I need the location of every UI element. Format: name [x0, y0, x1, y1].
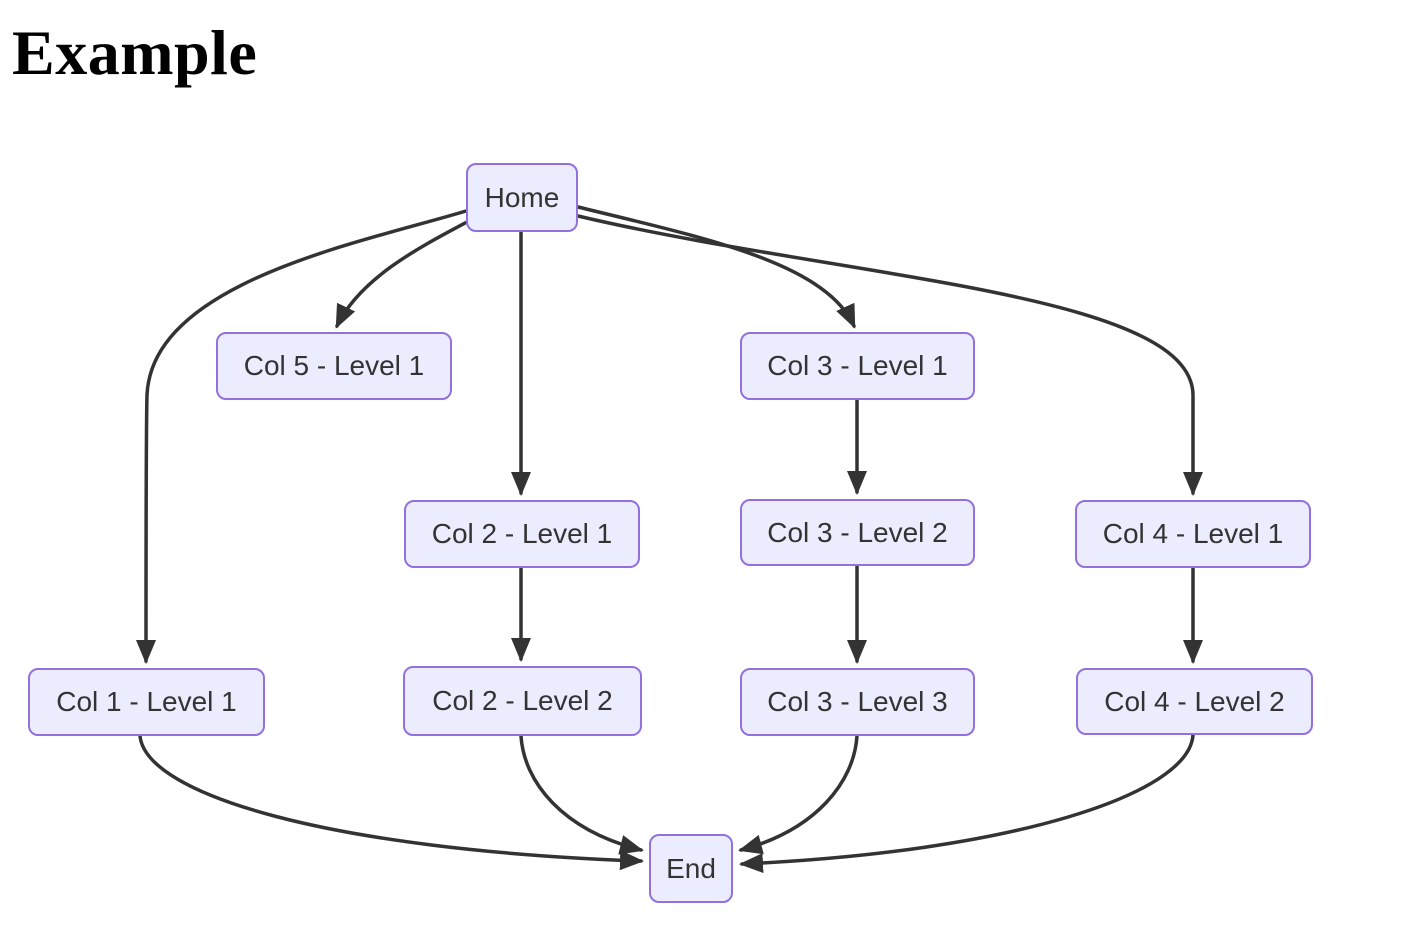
node-col2-level2-label: Col 2 - Level 2	[432, 685, 613, 716]
edge-home-to-col1-level1	[136, 209, 468, 664]
node-home-label: Home	[484, 181, 560, 213]
node-col3-level1-label: Col 3 - Level 1	[767, 350, 948, 381]
node-col2-level1: Col 2 - Level 1	[404, 500, 640, 568]
node-col1-level1-label: Col 1 - Level 1	[56, 686, 237, 717]
node-col4-level2-label: Col 4 - Level 2	[1104, 685, 1285, 717]
edge-home-to-col5-level1	[335, 220, 469, 329]
node-col5-level1-label: Col 5 - Level 1	[243, 350, 425, 381]
node-col2-level2: Col 2 - Level 2	[403, 666, 642, 736]
node-col3-level2: Col 3 - Level 2	[740, 499, 975, 566]
edge-col3-level3-to-end	[738, 734, 859, 855]
node-col3-level2-label: Col 3 - Level 2	[767, 516, 948, 548]
node-col3-level3: Col 3 - Level 3	[740, 668, 975, 736]
node-col3-level1: Col 3 - Level 1	[740, 332, 975, 400]
node-col3-level3-label: Col 3 - Level 3	[767, 686, 948, 717]
node-home: Home	[466, 163, 578, 232]
edge-home-to-col4-level1	[576, 214, 1203, 496]
edge-home-to-col3-level1	[576, 205, 856, 329]
node-col2-level1-label: Col 2 - Level 1	[431, 518, 613, 549]
edge-col4-level2-to-end	[739, 733, 1195, 874]
edge-col2-level2-to-end	[519, 734, 644, 855]
node-col4-level2: Col 4 - Level 2	[1076, 668, 1313, 735]
node-col5-level1: Col 5 - Level 1	[216, 332, 452, 400]
node-col4-level1: Col 4 - Level 1	[1075, 500, 1311, 568]
node-col1-level1: Col 1 - Level 1	[28, 668, 265, 736]
edge-col1-level1-to-end	[138, 734, 644, 871]
node-end: End	[649, 834, 733, 903]
node-end-label: End	[666, 852, 716, 884]
page-title: Example	[12, 17, 258, 88]
node-col4-level1-label: Col 4 - Level 1	[1102, 518, 1284, 549]
